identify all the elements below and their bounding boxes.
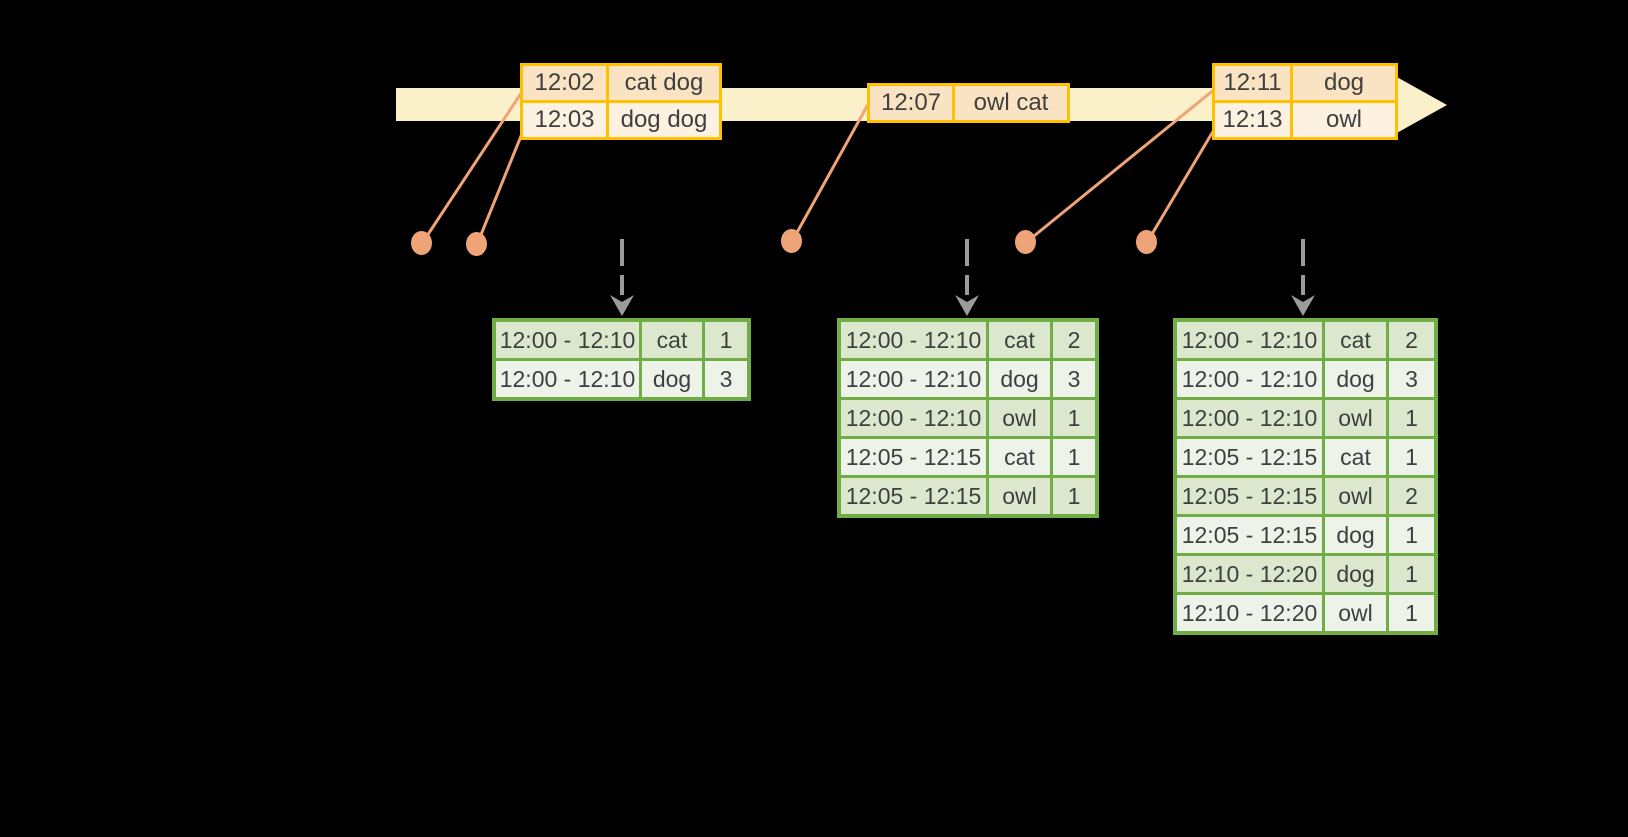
count-cell: 2 [1053, 322, 1095, 358]
count-cell: 1 [1389, 517, 1434, 553]
count-cell: 1 [1389, 595, 1434, 631]
window-cell: 12:10 - 12:20 [1177, 556, 1322, 592]
window-cell: 12:00 - 12:10 [1177, 361, 1322, 397]
word-cell: owl [1325, 478, 1386, 514]
event-time-cell: 12:02 [523, 66, 606, 100]
words-cell: dog dog [609, 103, 719, 137]
trigger-down-arrow-icon [955, 239, 979, 316]
event-dot [411, 231, 432, 255]
event-connector-line [790, 102, 870, 242]
event-time-cell: 12:03 [523, 103, 606, 137]
word-cell: owl [989, 400, 1050, 436]
words-cell: owl [1293, 103, 1395, 137]
word-cell: owl [989, 478, 1050, 514]
window-cell: 12:05 - 12:15 [1177, 478, 1322, 514]
event-dot [466, 232, 487, 256]
window-cell: 12:05 - 12:15 [1177, 517, 1322, 553]
event-time-cell: 12:13 [1215, 103, 1290, 137]
window-cell: 12:10 - 12:20 [1177, 595, 1322, 631]
event-dot [1136, 230, 1157, 254]
word-cell: dog [989, 361, 1050, 397]
word-cell: cat [1325, 322, 1386, 358]
window-cell: 12:00 - 12:10 [841, 400, 986, 436]
count-cell: 1 [1389, 556, 1434, 592]
window-cell: 12:05 - 12:15 [841, 439, 986, 475]
window-cell: 12:05 - 12:15 [841, 478, 986, 514]
count-cell: 1 [1389, 400, 1434, 436]
word-cell: dog [1325, 517, 1386, 553]
event-connector-line [1145, 130, 1215, 243]
count-cell: 1 [705, 322, 747, 358]
count-cell: 2 [1389, 478, 1434, 514]
count-cell: 1 [1053, 400, 1095, 436]
word-cell: cat [642, 322, 702, 358]
count-cell: 3 [1053, 361, 1095, 397]
word-cell: dog [1325, 556, 1386, 592]
word-cell: cat [989, 322, 1050, 358]
window-cell: 12:00 - 12:10 [1177, 400, 1322, 436]
timeline-arrowhead-icon [1395, 76, 1447, 134]
trigger-down-arrow-icon [1291, 239, 1315, 316]
window-cell: 12:05 - 12:15 [1177, 439, 1322, 475]
count-cell: 1 [1389, 439, 1434, 475]
words-cell: owl cat [955, 86, 1067, 120]
word-cell: cat [1325, 439, 1386, 475]
event-time-cell: 12:07 [870, 86, 952, 120]
event-dot [781, 229, 802, 253]
words-cell: cat dog [609, 66, 719, 100]
window-cell: 12:00 - 12:10 [1177, 322, 1322, 358]
word-cell: dog [1325, 361, 1386, 397]
event-time-cell: 12:11 [1215, 66, 1290, 100]
word-cell: cat [989, 439, 1050, 475]
count-cell: 1 [1053, 439, 1095, 475]
word-cell: owl [1325, 595, 1386, 631]
words-cell: dog [1293, 66, 1395, 100]
count-cell: 1 [1053, 478, 1095, 514]
event-dot [1015, 230, 1036, 254]
count-cell: 2 [1389, 322, 1434, 358]
word-cell: dog [642, 361, 702, 397]
word-cell: owl [1325, 400, 1386, 436]
trigger-down-arrow-icon [610, 239, 634, 316]
window-cell: 12:00 - 12:10 [496, 361, 639, 397]
count-cell: 3 [705, 361, 747, 397]
window-cell: 12:00 - 12:10 [841, 361, 986, 397]
count-cell: 3 [1389, 361, 1434, 397]
window-cell: 12:00 - 12:10 [496, 322, 639, 358]
window-cell: 12:00 - 12:10 [841, 322, 986, 358]
